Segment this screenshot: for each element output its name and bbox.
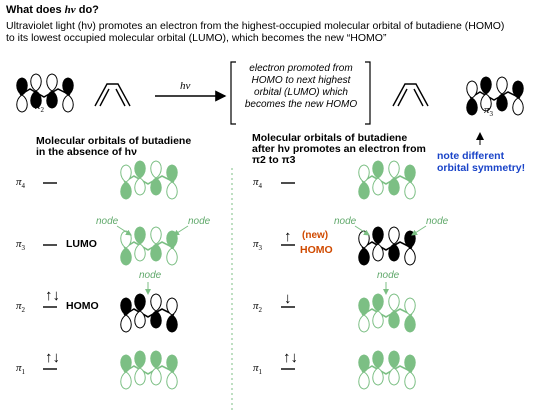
right-pi1-electrons: ↑↓	[283, 349, 298, 366]
left-pi3-orbital	[120, 226, 178, 266]
right-pi1-orbital	[358, 350, 416, 390]
right-pi3-electron: ↑	[284, 228, 292, 245]
pi2-orbital-top	[16, 73, 74, 113]
right-panel-heading: Molecular orbitals of butadiene after hν…	[252, 132, 426, 166]
bracket-note: electron promoted from HOMO to next high…	[244, 63, 358, 110]
node-arrow-left-pi3-b	[173, 225, 189, 236]
right-pi2-orbital	[358, 293, 416, 333]
intro-line-2: to its lowest occupied molecular orbital…	[6, 32, 387, 44]
node-label-right-b: node	[426, 216, 449, 227]
left-bracket	[230, 61, 236, 125]
left-pi3-label: π3	[16, 238, 26, 253]
node-label-right-pi2: node	[377, 270, 400, 281]
left-pi2-label: π2	[16, 300, 26, 315]
right-pi3-label: π3	[253, 238, 263, 253]
node-label-left-b: node	[188, 216, 211, 227]
node-label-left-a: node	[96, 216, 119, 227]
intro-line-1: Ultraviolet light (hν) promotes an elect…	[6, 20, 505, 32]
pi3-label-top: π3	[484, 104, 494, 119]
homo-label: HOMO	[66, 300, 99, 312]
node-label-right-a: node	[334, 216, 357, 227]
node-arrow-left-pi3-a	[116, 225, 132, 236]
right-pi2-electron: ↓	[284, 290, 292, 307]
right-pi4-orbital	[358, 160, 416, 200]
right-pi3-orbital	[358, 226, 416, 266]
pi3-orbital-top	[466, 76, 524, 116]
node-label-left-pi2: node	[139, 270, 162, 281]
left-pi1-label: π1	[16, 362, 26, 377]
right-pi1-label: π1	[253, 362, 263, 377]
left-panel-heading: Molecular orbitals of butadiene in the a…	[36, 135, 192, 158]
butadiene-structure-left	[94, 83, 131, 107]
symmetry-note: note different orbital symmetry!	[437, 150, 526, 174]
hv-label: hν	[180, 80, 191, 92]
new-tag: (new)	[302, 230, 329, 241]
left-pi4-orbital	[120, 160, 178, 200]
left-pi4-label: π4	[16, 176, 26, 191]
pi2-label-top: π2	[35, 100, 45, 115]
node-arrow-right-pi3-b	[411, 225, 427, 236]
left-pi1-electrons: ↑↓	[45, 349, 60, 366]
page-title: What does hν do?	[6, 4, 99, 16]
right-pi2-label: π2	[253, 300, 263, 315]
left-pi2-orbital	[120, 293, 178, 333]
butadiene-structure-right	[392, 83, 429, 107]
new-homo-label: HOMO	[300, 244, 333, 256]
left-pi1-orbital	[120, 350, 178, 390]
right-pi4-label: π4	[253, 176, 263, 191]
left-pi2-electrons: ↑↓	[45, 287, 60, 304]
node-arrow-right-pi3-a	[354, 225, 370, 236]
right-bracket	[365, 61, 371, 125]
lumo-label: LUMO	[66, 238, 97, 250]
